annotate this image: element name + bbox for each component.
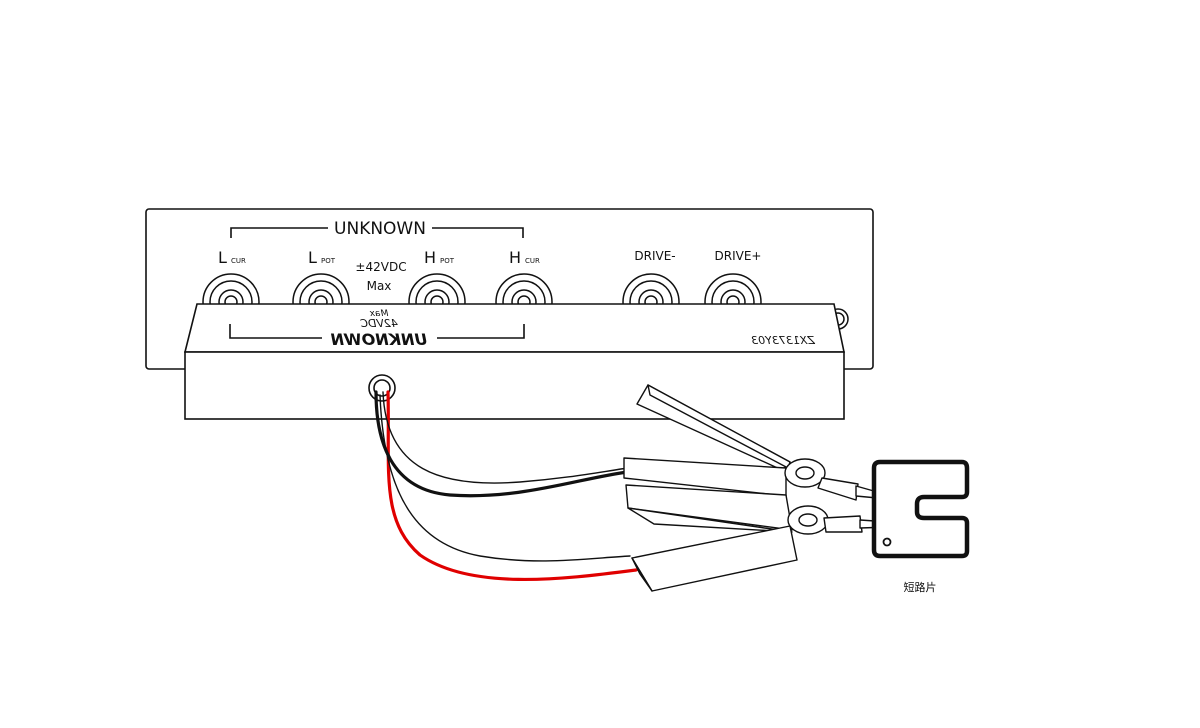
svg-text:POT: POT (440, 257, 455, 265)
shorting-piece-label: 短路片 (904, 580, 937, 594)
shorting-piece[interactable] (871, 459, 970, 559)
thin-wire-upper (382, 391, 629, 484)
black-wire (374, 390, 630, 498)
drive-minus-label: DRIVE- (634, 249, 675, 263)
adapter-top-face (183, 303, 845, 353)
terminal-h-cur-label: H CUR (509, 248, 540, 267)
clip-lower-handle (631, 525, 798, 592)
red-wire (386, 390, 638, 581)
test-leads (374, 390, 638, 581)
svg-text:H: H (509, 248, 521, 267)
adapter-model-text: ZX1373Y03 (751, 334, 816, 347)
unknown-label: UNKNOWN (334, 219, 426, 239)
shorting-piece-hole (882, 537, 892, 547)
drive-plus-label: DRIVE+ (715, 249, 762, 263)
svg-text:ZX1373Y03: ZX1373Y03 (751, 334, 816, 347)
adapter-front-face (184, 351, 845, 420)
voltage-limit-label: ±42VDC (355, 260, 406, 274)
adapter-mirrored-text: Max 42VDC UNKNOWN (330, 309, 427, 349)
svg-text:H: H (424, 248, 436, 267)
svg-text:Max: Max (369, 309, 388, 319)
svg-text:POT: POT (321, 257, 336, 265)
svg-text:L: L (308, 248, 317, 267)
terminal-l-cur-label: L CUR (218, 248, 246, 267)
terminal-h-pot-label: H POT (424, 248, 455, 267)
svg-text:CUR: CUR (525, 257, 540, 265)
terminal-l-pot-label: L POT (308, 248, 336, 267)
svg-text:42VDC: 42VDC (360, 317, 398, 330)
svg-text:L: L (218, 248, 227, 267)
clip-lower-arm (625, 484, 793, 531)
cable-outlet (368, 374, 396, 402)
adapter-bracket (229, 324, 525, 339)
svg-text:CUR: CUR (231, 257, 246, 265)
svg-text:UNKNOWN: UNKNOWN (330, 330, 427, 349)
thin-wire-lower (379, 394, 631, 562)
unknown-bracket (230, 227, 524, 238)
voltage-max-label: Max (367, 279, 392, 293)
